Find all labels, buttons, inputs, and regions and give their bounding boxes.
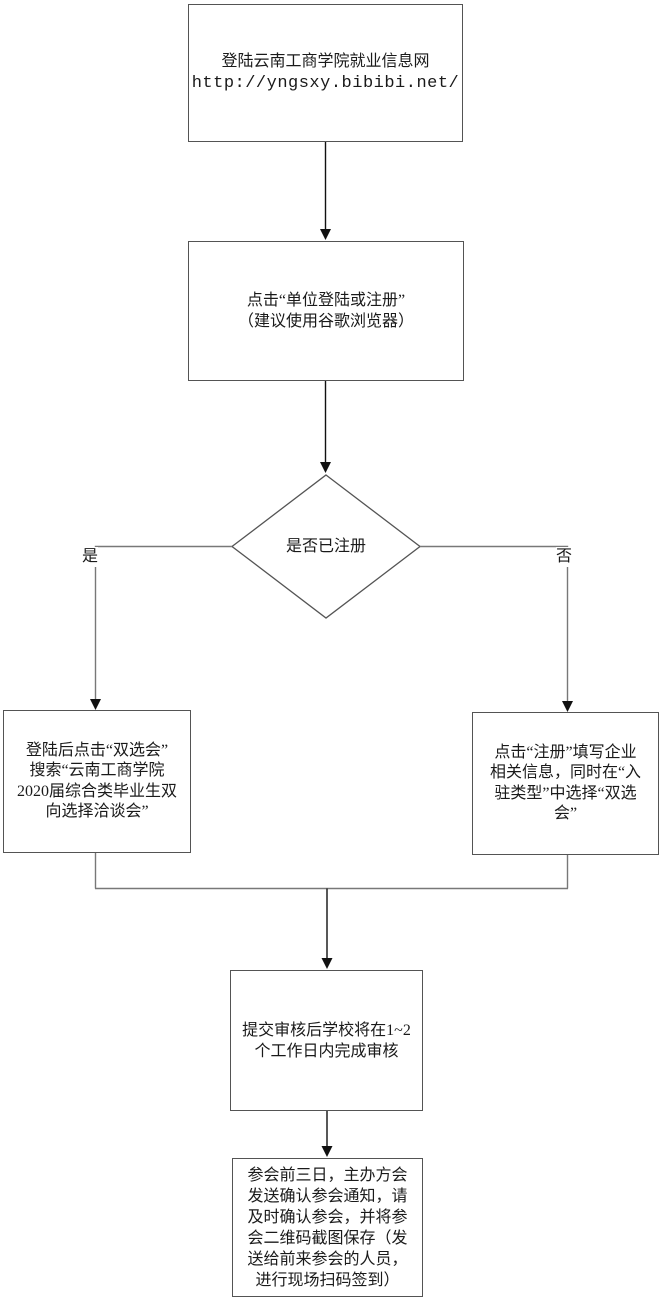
node-not-registered-line: 相关信息，同时在“入 xyxy=(489,764,642,781)
node-click-login-line: 点击“单位登陆或注册” xyxy=(246,292,406,309)
node-not-registered-line: 会” xyxy=(553,805,578,822)
node-confirm-line: 参会前三日，主办方会 xyxy=(247,1166,408,1184)
node-click-login-line: （建议使用谷歌浏览器） xyxy=(237,313,414,330)
arrow-start-to-login-head xyxy=(320,229,331,240)
branch-no-line xyxy=(420,545,569,702)
decision-diamond xyxy=(230,474,422,619)
arrow-merge-to-review-head xyxy=(321,958,333,969)
branch-no-arrowhead xyxy=(562,701,573,712)
node-start: 登陆云南工商学院就业信息网 http://yngsxy.bibibi.net/ xyxy=(188,4,463,142)
node-confirm-line: 发送确认参会通知，请 xyxy=(247,1187,408,1205)
arrow-login-to-decision-head xyxy=(320,462,331,473)
node-not-registered: 点击“注册”填写企业 相关信息，同时在“入 驻类型”中选择“双选 会” xyxy=(472,712,659,855)
decision-label: 是否已注册 xyxy=(285,538,366,555)
node-registered-line: 搜索“云南工商学院 xyxy=(29,762,165,779)
node-start-url: http://yngsxy.bibibi.net/ xyxy=(191,74,460,93)
node-review: 提交审核后学校将在1~2 个工作日内完成审核 xyxy=(230,970,423,1111)
branch-yes-arrowhead xyxy=(90,699,101,710)
branch-yes-label: 是 xyxy=(82,547,99,567)
arrow-review-to-confirm-head xyxy=(321,1146,333,1157)
node-registered-line: 登陆后点击“双选会” xyxy=(25,741,169,759)
node-confirm-line: 会二维码截图保存（发 xyxy=(247,1229,408,1247)
branch-no-label: 否 xyxy=(556,547,573,567)
node-confirm-line: 及时确认参会，并将参 xyxy=(247,1208,408,1226)
node-review-line: 提交审核后学校将在1~2 xyxy=(242,1021,411,1039)
node-not-registered-line: 驻类型”中选择“双选 xyxy=(494,784,637,802)
branch-yes-line xyxy=(94,545,232,700)
node-confirm-line: 进行现场扫码签到） xyxy=(255,1271,400,1289)
node-click-login: 点击“单位登陆或注册” （建议使用谷歌浏览器） xyxy=(188,241,464,381)
node-registered-line: 2020届综合类毕业生双 xyxy=(16,782,177,800)
node-start-title: 登陆云南工商学院就业信息网 xyxy=(221,53,430,70)
node-registered-line: 向选择洽谈会” xyxy=(45,803,149,820)
node-review-line: 个工作日内完成审核 xyxy=(254,1042,399,1060)
node-confirm-line: 送给前来参会的人员， xyxy=(247,1250,408,1268)
node-confirm: 参会前三日，主办方会 发送确认参会通知，请 及时确认参会，并将参 会二维码截图保… xyxy=(232,1158,423,1297)
node-not-registered-line: 点击“注册”填写企业 xyxy=(494,743,637,761)
node-registered: 登陆后点击“双选会” 搜索“云南工商学院 2020届综合类毕业生双 向选择洽谈会… xyxy=(3,710,191,853)
